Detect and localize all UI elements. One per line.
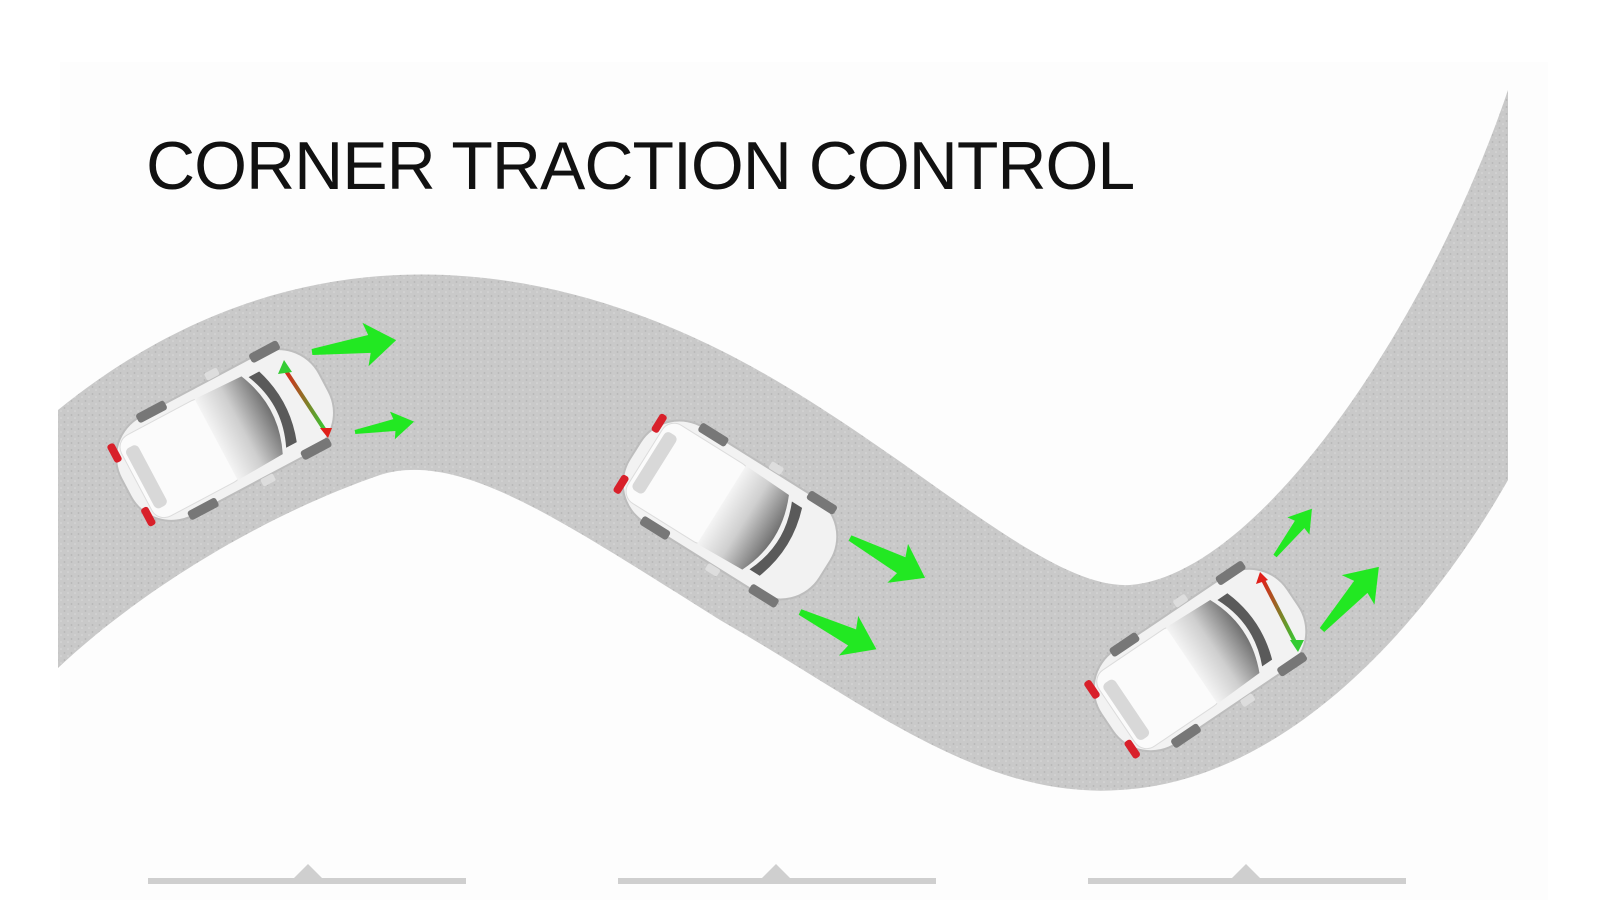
- torque-vector-1: [278, 360, 332, 438]
- torque-vector-3: [1256, 572, 1304, 652]
- caption-divider-1: [148, 878, 466, 884]
- road: [58, 90, 1508, 791]
- caption-pointer-3: [1232, 864, 1260, 878]
- caption-pointer-2: [762, 864, 790, 878]
- caption-divider-2: [618, 878, 936, 884]
- caption-3: [1088, 888, 1406, 900]
- caption-pointer-1: [294, 864, 322, 878]
- caption-2: [618, 888, 936, 900]
- caption-divider-3: [1088, 878, 1406, 884]
- diagram-title: CORNER TRACTION CONTROL: [146, 128, 1135, 204]
- caption-1: [148, 888, 466, 900]
